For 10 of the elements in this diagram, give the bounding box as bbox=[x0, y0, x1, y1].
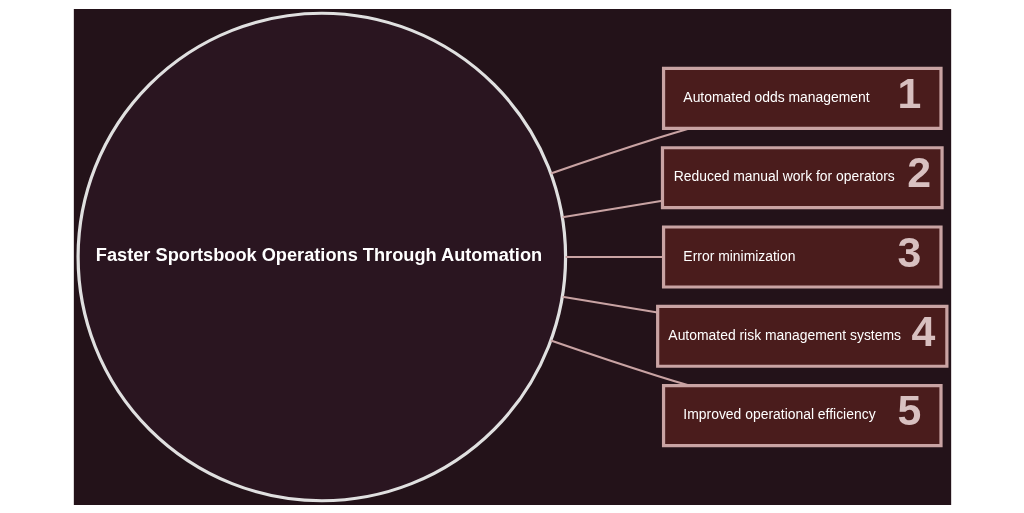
connector bbox=[550, 127, 690, 175]
connector bbox=[561, 199, 663, 218]
node-box: Improved operational efficiency 5 bbox=[661, 383, 943, 447]
node-box: Automated risk management systems 4 bbox=[655, 304, 948, 368]
node-box: Automated odds management 1 bbox=[661, 66, 943, 130]
connector bbox=[565, 255, 664, 258]
connector bbox=[561, 295, 658, 314]
node-box: Reduced manual work for operators 2 bbox=[660, 145, 944, 209]
node-box: Error minimization 3 bbox=[661, 224, 943, 289]
node-circle: Faster Sportsbook Operations Through Automation bbox=[76, 11, 567, 502]
